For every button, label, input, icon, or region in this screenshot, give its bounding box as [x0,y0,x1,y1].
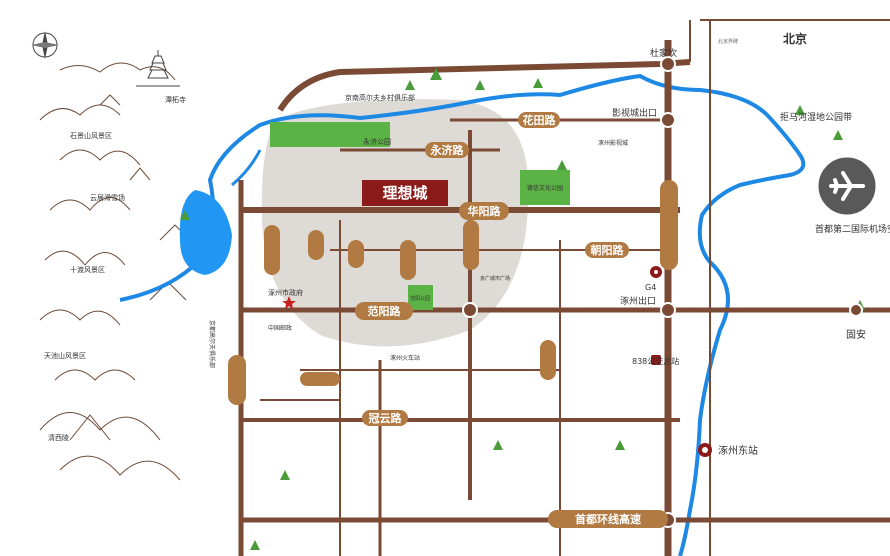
east-station-label: 涿州东站 [718,444,758,457]
map-title: 理想城 [382,184,427,202]
label-huatian: 花田路 [523,113,557,127]
g4-label: G4 [645,283,656,292]
park-yongji [270,122,390,147]
road-labels: 华阳路 范阳路 永济路 花田路 朝阳路 冠云路 首都环线高速 [228,112,678,528]
park-dexin [520,170,570,205]
label-capital-ring: 首都环线高速 [575,512,641,526]
metro-icon[interactable] [650,266,662,278]
government-star-icon[interactable] [282,296,296,309]
scenic-tianchi: 天池山风景区 [44,351,86,360]
park-square [408,285,433,310]
label-yongji: 永济路 [430,143,465,157]
scenic-qingxi: 清西陵 [48,433,69,442]
train-station-icon[interactable] [698,443,712,457]
scenic-shijingshan: 石景山风景区 [70,131,112,140]
compass-icon [31,31,59,59]
zhuozhou-exit-label: 涿州出口 [620,295,656,307]
title-block [362,180,448,206]
golf-label: 京南高尔夫乡村俱乐部 [345,93,415,102]
junctions [462,56,863,528]
river [119,73,806,556]
bus-icon[interactable] [651,355,661,365]
label-fanyang: 范阳路 [368,304,402,318]
train-station-label: 涿州火车站 [390,354,420,362]
beijing-label: 北京 [783,31,807,46]
label-chaoyang: 朝阳路 [591,243,625,257]
yongji-park-label: 永济公园 [363,137,391,146]
government-label: 涿州市政府 [268,288,303,297]
river-branch [231,149,262,187]
juma-label: 拒马河湿地公园带 [780,111,852,123]
dujia-label: 杜家坎 [650,47,677,59]
scenic-yunju: 云居滑雪场 [90,193,125,202]
airport-label: 首都第二国际机场空港产业区 [815,223,890,235]
label-guanyun: 冠云路 [369,411,403,425]
airplane-icon[interactable] [815,154,879,218]
film-city-label: 涿州影视城 [598,139,628,147]
core-area [261,99,529,347]
film-exit-label: 影视城出口 [612,107,657,119]
scenic-tanzhe: 潭柘寺 [165,95,186,104]
lake [179,190,232,275]
scenic-shidu: 十渡风景区 [70,265,105,274]
pagoda-icon [136,50,180,87]
square-label: 范阳公园 [410,295,430,302]
bus-station-label: 838公交总站 [632,356,679,366]
mountain-illustration [39,62,191,481]
beijing-sign: 北京界碑 [718,38,738,45]
post-office-label: 中国邮政 [268,324,292,332]
scenic-zhuangzi: 京都高尔夫俱乐部 [208,320,216,368]
beijing-box [760,30,830,46]
mall-label: 京广城市广场 [480,275,510,282]
label-huayang: 华阳路 [468,204,502,218]
dexin-park-label: 德信文化公园 [527,184,563,192]
guan-label: 固安 [846,328,866,341]
